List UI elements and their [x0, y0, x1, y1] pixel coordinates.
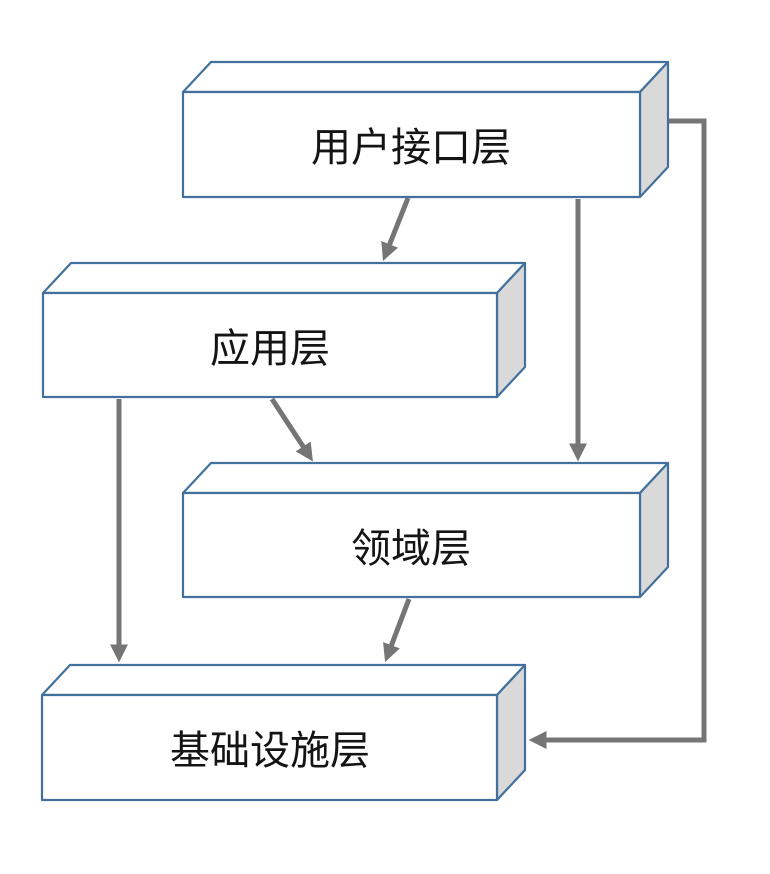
cube-front-face [40, 693, 499, 802]
node-label: 用户接口层 [311, 126, 511, 170]
cube-top-face [181, 60, 670, 94]
node-label: 领域层 [351, 527, 471, 571]
node-domain-layer: 领域层 [181, 461, 670, 599]
node-label: 基础设施层 [170, 729, 370, 773]
edges [110, 118, 707, 749]
arrow-ui-to-infrastructure [528, 118, 707, 749]
node-label: 应用层 [210, 327, 330, 371]
node-infrastructure-layer: 基础设施层 [40, 663, 527, 802]
arrow-application-to-domain [269, 397, 313, 462]
arrow-domain-to-infrastructure [383, 598, 412, 663]
cube-front-face [181, 491, 642, 599]
cube-front-face [181, 90, 642, 199]
arrow-ui-to-application [381, 197, 411, 262]
cube-top-face [41, 261, 527, 295]
cube-front-face [41, 291, 499, 399]
cube-top-face [181, 461, 670, 495]
node-application-layer: 应用层 [41, 261, 527, 399]
node-user-interface-layer: 用户接口层 [181, 60, 670, 199]
cube-top-face [40, 663, 527, 697]
